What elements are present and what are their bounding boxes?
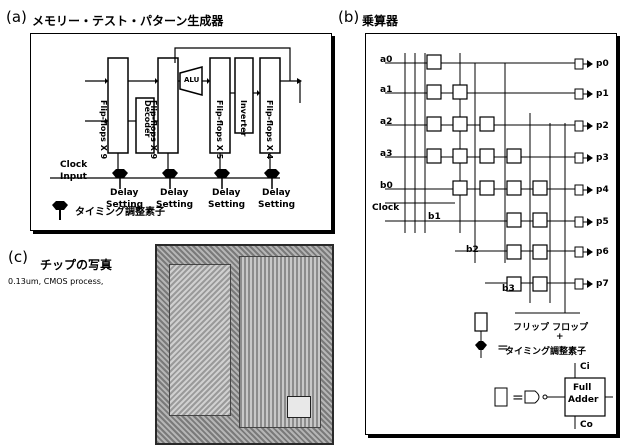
legend-equals-2: = — [512, 390, 524, 406]
panel-b-frame — [365, 33, 617, 435]
clock-label: Clock — [372, 203, 400, 213]
input-b2: b2 — [466, 245, 479, 255]
decoder-label: Decoder — [143, 100, 152, 138]
full-adder-ci: Ci — [580, 362, 590, 372]
ff-block-2 — [157, 57, 179, 154]
input-a2: a2 — [380, 117, 393, 127]
fa-ff-icon — [494, 387, 508, 407]
ff-legend-hex-icon — [475, 341, 487, 350]
delay-setting-1-line1: Delay — [110, 188, 139, 198]
delay-setting-4-line1: Delay — [262, 188, 291, 198]
ff-block-4-label: Flip-flops X 4 — [265, 100, 274, 160]
delay-setting-4-line2: Setting — [258, 200, 296, 210]
ff-block-1 — [107, 57, 129, 154]
output-p0: p0 — [596, 59, 609, 69]
inverter-block — [234, 57, 254, 134]
output-p3: p3 — [596, 153, 609, 163]
panel-c-title: チップの写真 — [40, 258, 113, 272]
full-adder-label-line2: Adder — [568, 395, 599, 405]
clock-input-line2: Input — [60, 172, 87, 182]
panel-b-title: 乗算器 — [362, 14, 399, 28]
legend-equals-1: = — [497, 340, 509, 356]
timing-element-legend: タイミング調整素子 — [75, 207, 165, 218]
input-b3: b3 — [502, 284, 515, 294]
delay-elements — [112, 169, 280, 178]
legend-ff-line2: タイミング調整素子 — [505, 347, 587, 357]
delay-setting-2-line2: Setting — [156, 200, 194, 210]
panel-a-frame — [30, 33, 332, 231]
delay-setting-1-line2: Setting — [106, 200, 144, 210]
output-p6: p6 — [596, 247, 609, 257]
output-ff-cells — [574, 58, 584, 290]
pattern-generator-diagram — [50, 47, 302, 220]
delay-setting-2-line1: Delay — [160, 188, 189, 198]
alu-block — [179, 66, 203, 96]
panel-b-label: (b) — [338, 8, 360, 26]
output-p7: p7 — [596, 279, 609, 289]
ff-block-1-label: Flip-flops X 9 — [99, 100, 108, 160]
chip-region-left — [169, 264, 231, 416]
fa-gate-icon — [524, 390, 540, 404]
output-p4: p4 — [596, 185, 609, 195]
alu-label: ALU — [184, 76, 200, 84]
delay-setting-3-line2: Setting — [208, 200, 246, 210]
decoder-block — [135, 97, 155, 154]
delay-hex-3 — [214, 169, 230, 178]
chip-photo — [155, 244, 334, 445]
inverter-label: Inverter — [239, 100, 248, 137]
delay-setting-3-line1: Delay — [212, 188, 241, 198]
output-p2: p2 — [596, 121, 609, 131]
output-arrows — [587, 60, 593, 288]
chip-pad — [287, 396, 311, 418]
ff-block-3-label: Flip-flops X 5 — [215, 100, 224, 160]
panel-a-label: (a) — [6, 8, 27, 26]
chip-caption: 0.13um, CMOS process, — [8, 277, 104, 286]
input-a0: a0 — [380, 55, 393, 65]
input-a3: a3 — [380, 149, 393, 159]
output-p5: p5 — [596, 217, 609, 227]
full-adder-label-line1: Full — [573, 383, 592, 393]
input-b0: b0 — [380, 181, 393, 191]
delay-hex-4 — [264, 169, 280, 178]
panel-a-title: メモリー・テスト・パターン生成器 — [32, 14, 224, 28]
clock-input-line1: Clock — [60, 160, 88, 170]
legend-hex-icon — [52, 201, 68, 210]
output-p1: p1 — [596, 89, 609, 99]
legend-ff-plus: + — [556, 332, 564, 342]
input-b1: b1 — [428, 212, 441, 222]
input-a1: a1 — [380, 85, 393, 95]
multiplier-diagram — [385, 53, 613, 429]
panel-c-label: (c) — [8, 248, 28, 266]
full-adder-co: Co — [580, 420, 593, 430]
delay-hex-1 — [112, 169, 128, 178]
legend-ff-line1: フリップ フロップ — [513, 323, 589, 333]
delay-hex-2 — [162, 169, 178, 178]
adder-cells — [426, 54, 548, 292]
ff-legend-icon — [474, 312, 488, 332]
